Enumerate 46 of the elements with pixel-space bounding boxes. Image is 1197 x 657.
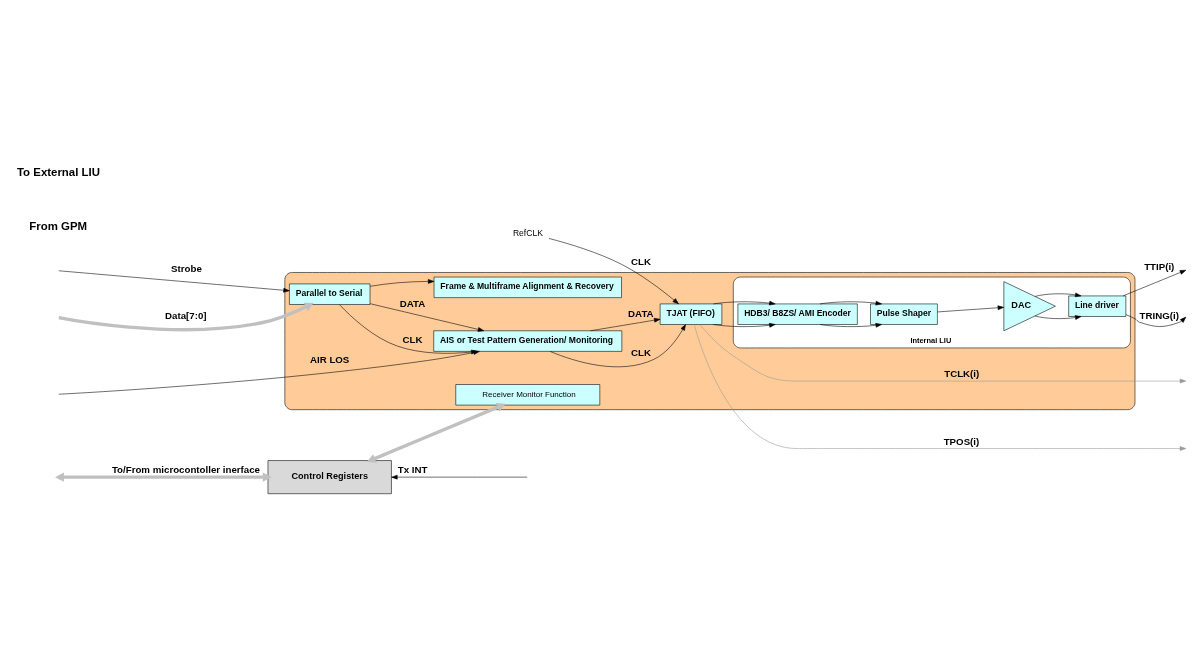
arrow bbox=[819, 300, 882, 306]
arrow bbox=[1034, 292, 1082, 298]
edge-label: TTIP(i) bbox=[1144, 260, 1175, 272]
arrow bbox=[58, 302, 314, 332]
arrow bbox=[1034, 315, 1082, 320]
node-box: TJAT (FIFO) bbox=[659, 303, 723, 325]
label: From GPM bbox=[29, 219, 88, 232]
node-box: Line driver bbox=[1068, 295, 1127, 317]
arrow bbox=[548, 238, 679, 305]
edge-label: TPOS(i) bbox=[943, 435, 980, 447]
node-text: RefCLK bbox=[512, 227, 543, 238]
arrow bbox=[713, 323, 776, 328]
edge-label: Strobe bbox=[171, 263, 202, 275]
edge-label: DATA bbox=[628, 308, 654, 320]
node-box: HDB3/ B8ZS/ AMI Encoder bbox=[737, 303, 858, 325]
arrow bbox=[369, 303, 485, 332]
edge-label: Data[7:0] bbox=[165, 310, 207, 322]
arrow bbox=[699, 324, 1187, 384]
arrow bbox=[369, 279, 435, 287]
arrow bbox=[549, 324, 686, 368]
label: To External LIU bbox=[17, 165, 100, 178]
arrow bbox=[693, 324, 1187, 451]
node-box: Pulse Shaper bbox=[870, 303, 938, 325]
edge-label: TRING(i) bbox=[1139, 309, 1179, 321]
arrow bbox=[713, 300, 776, 306]
node-box: Control Registers bbox=[267, 460, 392, 494]
edge-label: AIR LOS bbox=[309, 353, 350, 365]
edge-label: Tx INT bbox=[397, 464, 428, 476]
edge-label: CLK bbox=[630, 346, 651, 358]
edge-label: To/From microcontoller inerface bbox=[111, 464, 260, 476]
arrow bbox=[1125, 314, 1187, 327]
arrow bbox=[391, 474, 528, 480]
edge-label: CLK bbox=[402, 333, 423, 345]
arrow bbox=[937, 305, 1004, 313]
node-box: Parallel to Serial bbox=[289, 283, 371, 305]
arrow bbox=[58, 270, 290, 293]
edge-label: DATA bbox=[399, 298, 426, 310]
arrow bbox=[55, 472, 272, 482]
node-box: Frame & Multiframe Alignment & Recovery bbox=[433, 276, 622, 298]
arrow bbox=[1122, 269, 1187, 297]
arrow bbox=[366, 402, 506, 463]
edge-label: CLK bbox=[630, 256, 651, 268]
arrow bbox=[819, 323, 882, 328]
node-box: AIS or Test Pattern Generation/ Monitoring bbox=[433, 330, 623, 352]
arrow bbox=[590, 317, 661, 332]
edge-label: TCLK(i) bbox=[944, 368, 980, 380]
